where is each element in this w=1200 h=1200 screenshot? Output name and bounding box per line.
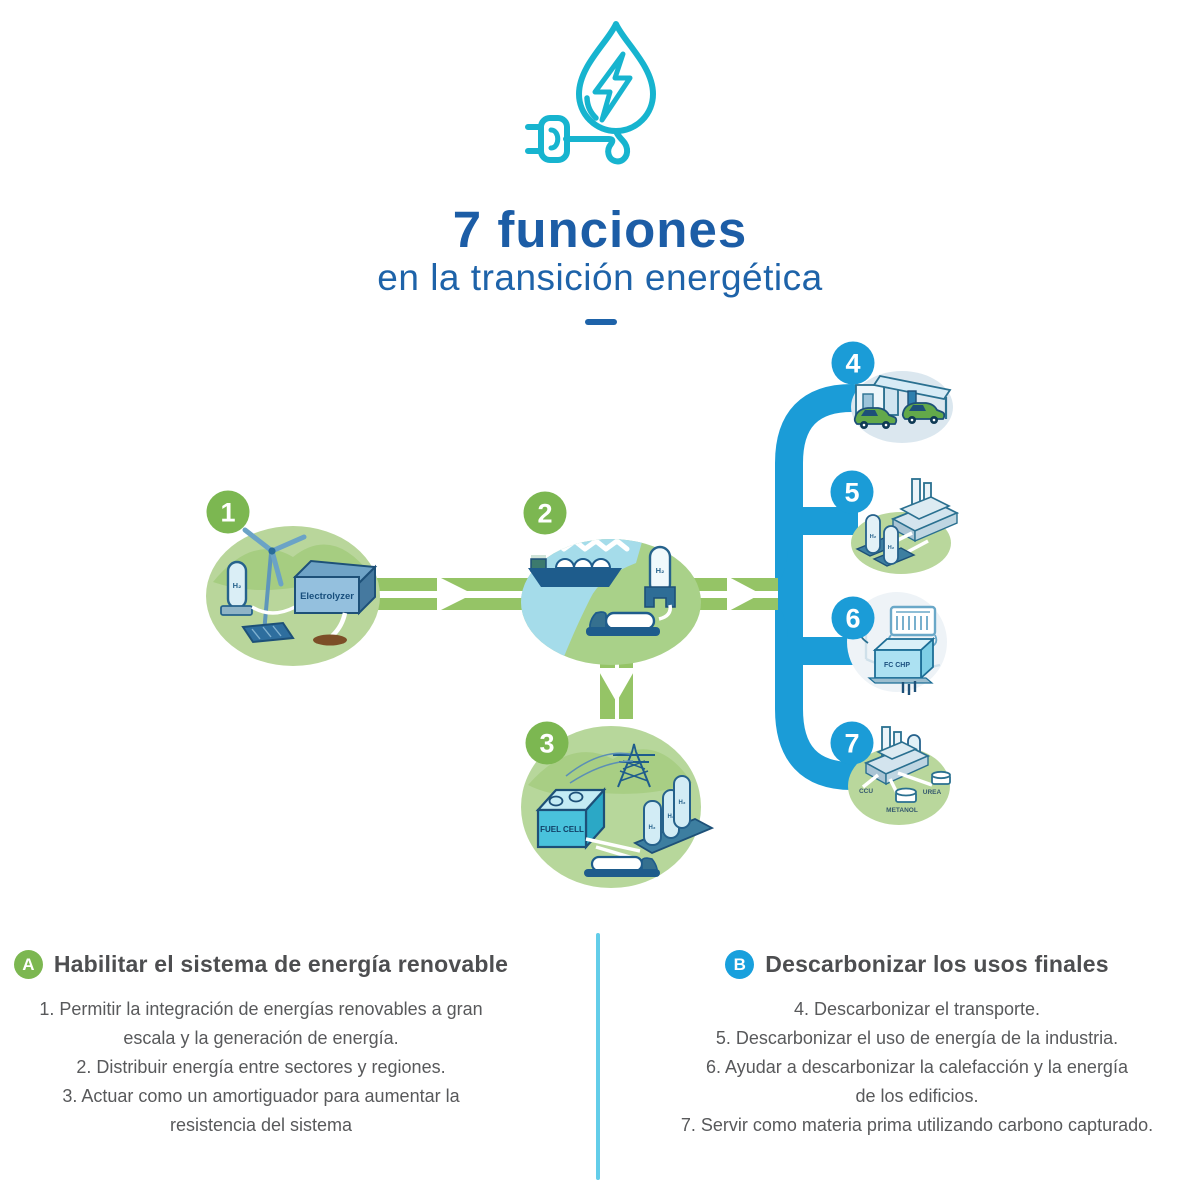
electrolyzer-label: Electrolyzer: [300, 591, 354, 602]
section-a-heading: Habilitar el sistema de energía renovabl…: [53, 951, 509, 977]
electrolyzer-icon: Electrolyzer: [292, 559, 378, 616]
badge-4: 4: [831, 341, 875, 385]
step-badges: 1 2 3 4 5 6 7: [206, 341, 875, 765]
svg-text:6: 6: [845, 604, 860, 634]
svg-text:1: 1: [220, 498, 235, 528]
factory-icon: [890, 478, 960, 543]
plug-prongs: [525, 124, 544, 154]
green-arrow-1-to-2: [368, 576, 536, 612]
scene-5-industry: H₂ H₂: [851, 478, 960, 574]
scene-2-distribution: H₂: [521, 539, 701, 665]
badge-1: 1: [206, 490, 250, 534]
badge-2: 2: [523, 491, 567, 535]
svg-text:3: 3: [539, 729, 554, 759]
chemical-plant-icon: [863, 726, 931, 786]
section-b-heading: Descarbonizar los usos finales: [765, 951, 1109, 977]
hydrogen-car-icon: [853, 407, 898, 429]
svg-text:4: 4: [845, 349, 860, 379]
list-item-4: 4. Descarbonizar el transporte.: [793, 999, 1041, 1019]
power-cord: [563, 128, 631, 165]
lightning-bolt-icon: [592, 51, 633, 123]
list-item-7: 7. Servir como materia prima utilizando …: [680, 1115, 1154, 1135]
section-b-decarbonize: B Descarbonizar los usos finales 4. Desc…: [626, 950, 1200, 1140]
list-item-6: 6. Ayudar a descarbonizar la calefacción…: [706, 1057, 1128, 1106]
scene-1-production: H₂ Electrolyzer: [206, 526, 380, 666]
product-tank-icons: [895, 770, 951, 803]
svg-text:5: 5: [844, 478, 859, 508]
badge-3: 3: [525, 721, 569, 765]
svg-text:2: 2: [537, 499, 552, 529]
lng-ship-icon: [528, 555, 622, 587]
fuel-cell-icon: FUEL CELL: [535, 787, 607, 850]
solar-panel-icon: [241, 621, 295, 644]
fuel-cell-label: FUEL CELL: [540, 825, 584, 834]
fc-chp-label: FC CHP: [884, 662, 910, 669]
section-a-badge: A: [13, 950, 43, 979]
svg-text:7: 7: [844, 729, 859, 759]
page-subtitle: en la transición energética: [377, 257, 823, 298]
scene-7-feedstock: CCU UREA METANOL: [848, 726, 951, 825]
wind-turbine-icon: [242, 527, 307, 635]
h2-tank-icon: H₂: [644, 545, 676, 608]
h2-storage-icons: H₂ H₂: [855, 514, 916, 567]
h2-label: H₂: [888, 545, 895, 551]
section-b-badge: B: [725, 950, 755, 979]
hydrogen-car-icon: [901, 402, 946, 424]
h2-label: H₂: [870, 534, 877, 540]
title-dash: [585, 319, 617, 325]
badge-5: 5: [830, 470, 874, 514]
scene-4-transport: [851, 371, 953, 443]
green-arrow-2-to-3: [597, 663, 636, 719]
plug-inner: [548, 127, 561, 151]
h2-storage-icons: H₂ H₂ H₂: [632, 775, 715, 855]
list-item-5: 5. Descarbonizar el uso de energía de la…: [715, 1028, 1119, 1048]
transmission-tower-icon: [613, 743, 655, 788]
section-divider: [596, 933, 600, 1180]
ground-puddle: [313, 634, 347, 646]
tanker-truck-icon: [584, 855, 660, 877]
section-a-items: 1. Permitir la integración de energías r…: [0, 995, 522, 1140]
tanker-truck-icon: [586, 611, 660, 636]
page-title: 7 funciones: [452, 201, 748, 258]
badge-7: 7: [830, 721, 874, 765]
h2-label: H₂: [649, 825, 656, 831]
list-item-3: 3. Actuar como un amortiguador para aume…: [62, 1086, 460, 1135]
scene-3-power: FUEL CELL H₂ H₂ H₂: [521, 726, 715, 888]
section-a-renewables: A Habilitar el sistema de energía renova…: [0, 950, 522, 1140]
h2-label: H₂: [656, 566, 665, 575]
green-arrow-2-to-branch: [694, 576, 778, 612]
section-b-items: 4. Descarbonizar el transporte. 5. Desca…: [626, 995, 1200, 1140]
list-item-1: 1. Permitir la integración de energías r…: [39, 999, 483, 1048]
h2-label: H₂: [668, 814, 675, 820]
metanol-label: METANOL: [886, 807, 918, 814]
list-item-2: 2. Distribuir energía entre sectores y r…: [76, 1057, 446, 1077]
drop-inner-arc: [584, 95, 599, 121]
badge-6: 6: [831, 596, 875, 640]
urea-label: UREA: [923, 789, 942, 796]
hydrogen-drop-plug-icon: [525, 21, 656, 165]
energy-transition-diagram: H₂ Electrolyzer: [206, 341, 960, 888]
ccu-label: CCU: [859, 788, 873, 795]
plug-body: [538, 115, 570, 163]
h2-label: H₂: [233, 581, 242, 590]
h2-label: H₂: [679, 800, 686, 806]
h2-tank-icon: H₂: [220, 560, 253, 616]
fc-chp-unit-icon: FC CHP: [867, 636, 936, 695]
